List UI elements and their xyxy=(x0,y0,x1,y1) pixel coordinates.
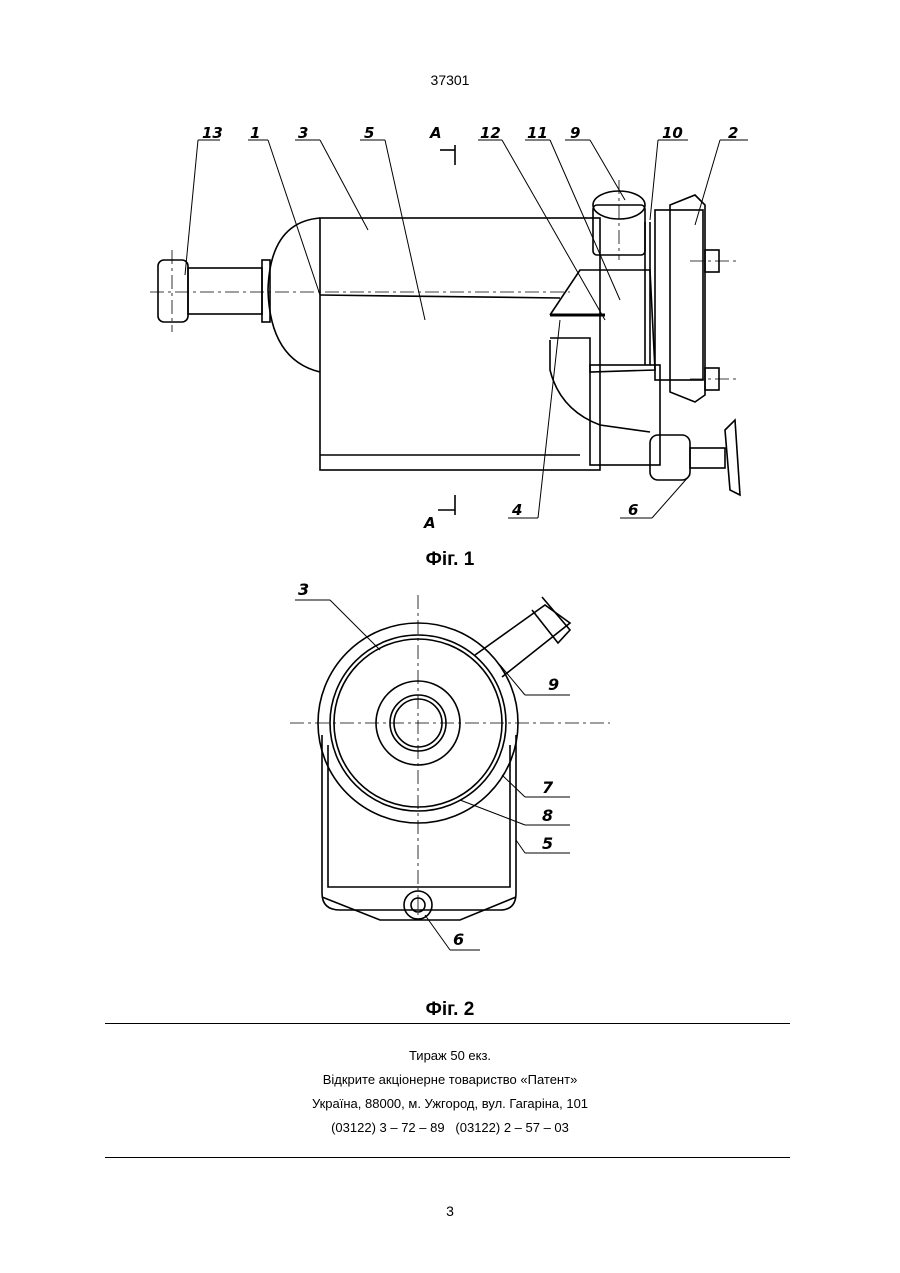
label-6: 6 xyxy=(453,930,464,949)
footer-line-phones: (03122) 3 – 72 – 89 (03122) 2 – 57 – 03 xyxy=(0,1120,900,1135)
label-7: 7 xyxy=(542,778,554,797)
end-cap xyxy=(268,218,320,372)
label-13: 13 xyxy=(202,124,223,142)
page-number: 3 xyxy=(0,1203,900,1219)
label-6: 6 xyxy=(628,501,638,519)
footer-line-print-run: Тираж 50 екз. xyxy=(0,1048,900,1063)
label-2: 2 xyxy=(728,124,738,142)
footer-bottom-rule xyxy=(105,1157,790,1158)
label-8: 8 xyxy=(542,806,553,825)
footer-line-address: Україна, 88000, м. Ужгород, вул. Гагарін… xyxy=(0,1096,900,1111)
label-3: 3 xyxy=(298,124,308,142)
label-10: 10 xyxy=(662,124,683,142)
figure-1-caption: Фіг. 1 xyxy=(0,549,900,571)
document-number: 37301 xyxy=(0,72,900,88)
section-mark-top: A xyxy=(429,124,442,142)
label-5: 5 xyxy=(364,124,374,142)
label-9: 9 xyxy=(548,675,559,694)
figure-2-caption: Фіг. 2 xyxy=(0,999,900,1021)
label-9: 9 xyxy=(570,124,580,142)
footer-line-publisher: Відкрите акціонерне товариство «Патент» xyxy=(0,1072,900,1087)
label-12: 12 xyxy=(480,124,501,142)
label-4: 4 xyxy=(511,501,522,519)
nozzle-13 xyxy=(158,260,188,322)
figure-1-drawing: 13 1 3 5 12 11 9 10 2 4 6 A A xyxy=(150,110,780,550)
label-1: 1 xyxy=(250,124,260,142)
figure-2-drawing: 3 9 7 8 5 6 xyxy=(270,575,630,985)
footer-top-rule xyxy=(105,1023,790,1024)
housing-body xyxy=(320,218,600,470)
label-5: 5 xyxy=(542,834,553,853)
label-3: 3 xyxy=(298,580,309,599)
drain-valve-6 xyxy=(650,435,690,480)
section-mark-bottom: A xyxy=(423,514,436,532)
label-11: 11 xyxy=(527,124,548,142)
